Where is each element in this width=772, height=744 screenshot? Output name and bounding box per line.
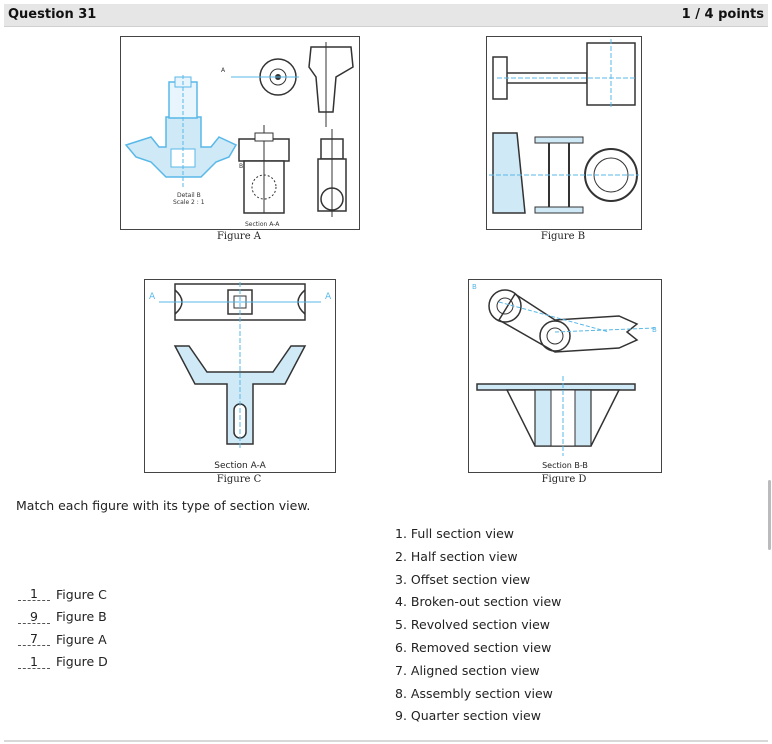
figure-a-detail-label: Detail B (177, 192, 201, 199)
match-label-4: Figure D (56, 654, 108, 670)
match-label-1: Figure C (56, 586, 107, 602)
figure-a: A B Detail B Scale 2 : 1 Section A-A (120, 36, 360, 230)
match-row-2: 9 Figure B (18, 606, 108, 629)
figure-c-marker-right: A (325, 292, 332, 302)
question-title: Question 31 (8, 7, 97, 22)
figure-c: A A Section A-A (144, 279, 336, 473)
options-list: 1. Full section view 2. Half section vie… (395, 526, 561, 731)
figure-b-drawing (489, 39, 639, 214)
match-row-3: 7 Figure A (18, 628, 108, 651)
match-label-2: Figure B (56, 609, 107, 625)
option-3: 3. Offset section view (395, 571, 531, 587)
figure-a-section-label: Section A-A (245, 221, 280, 228)
figure-a-marker-a: A (221, 67, 226, 74)
match-list: 1 Figure C 9 Figure B 7 Figure A 1 Figur… (18, 583, 108, 673)
figure-d-drawing (476, 289, 656, 456)
figure-c-marker-left: A (149, 292, 156, 302)
answer-field-2[interactable]: 9 (18, 610, 50, 624)
question-points: 1 / 4 points (681, 7, 764, 22)
answer-field-1[interactable]: 1 (18, 587, 50, 602)
option-8: 8. Assembly section view (395, 685, 553, 701)
match-row-1: 1 Figure C (18, 583, 108, 606)
scrollbar[interactable] (768, 480, 771, 550)
answer-field-4[interactable]: 1 (18, 655, 50, 669)
figure-b-caption: Figure B (540, 231, 586, 242)
figure-a-caption: Figure A (216, 231, 262, 242)
option-1: 1. Full section view (395, 526, 515, 541)
figure-b (486, 36, 642, 230)
instruction-text: Match each figure with its type of secti… (16, 498, 311, 513)
figure-c-section-label: Section A-A (214, 461, 266, 471)
figure-d-caption: Figure D (541, 474, 587, 485)
match-label-3: Figure A (56, 631, 107, 647)
figure-a-marker-b: B (239, 163, 244, 170)
option-2: 2. Half section view (395, 548, 518, 564)
figure-c-drawing (159, 282, 321, 450)
match-row-4: 1 Figure D (18, 651, 108, 674)
option-7: 7. Aligned section view (395, 662, 540, 678)
option-5: 5. Revolved section view (395, 617, 551, 633)
figure-d-marker-left: B (472, 283, 477, 291)
option-9: 9. Quarter section view (395, 708, 541, 724)
figure-d: B B Section B-B (468, 279, 662, 473)
bottom-divider (4, 740, 768, 742)
option-6: 6. Removed section view (395, 639, 552, 655)
figure-a-drawing (124, 42, 354, 217)
question-header: Question 31 1 / 4 points (4, 4, 768, 27)
figure-a-scale-label: Scale 2 : 1 (173, 199, 205, 206)
option-4: 4. Broken-out section view (395, 594, 562, 610)
figure-c-caption: Figure C (216, 474, 262, 485)
figure-d-marker-right: B (652, 326, 657, 334)
figure-d-section-label: Section B-B (542, 461, 588, 470)
answer-field-3[interactable]: 7 (18, 632, 50, 647)
